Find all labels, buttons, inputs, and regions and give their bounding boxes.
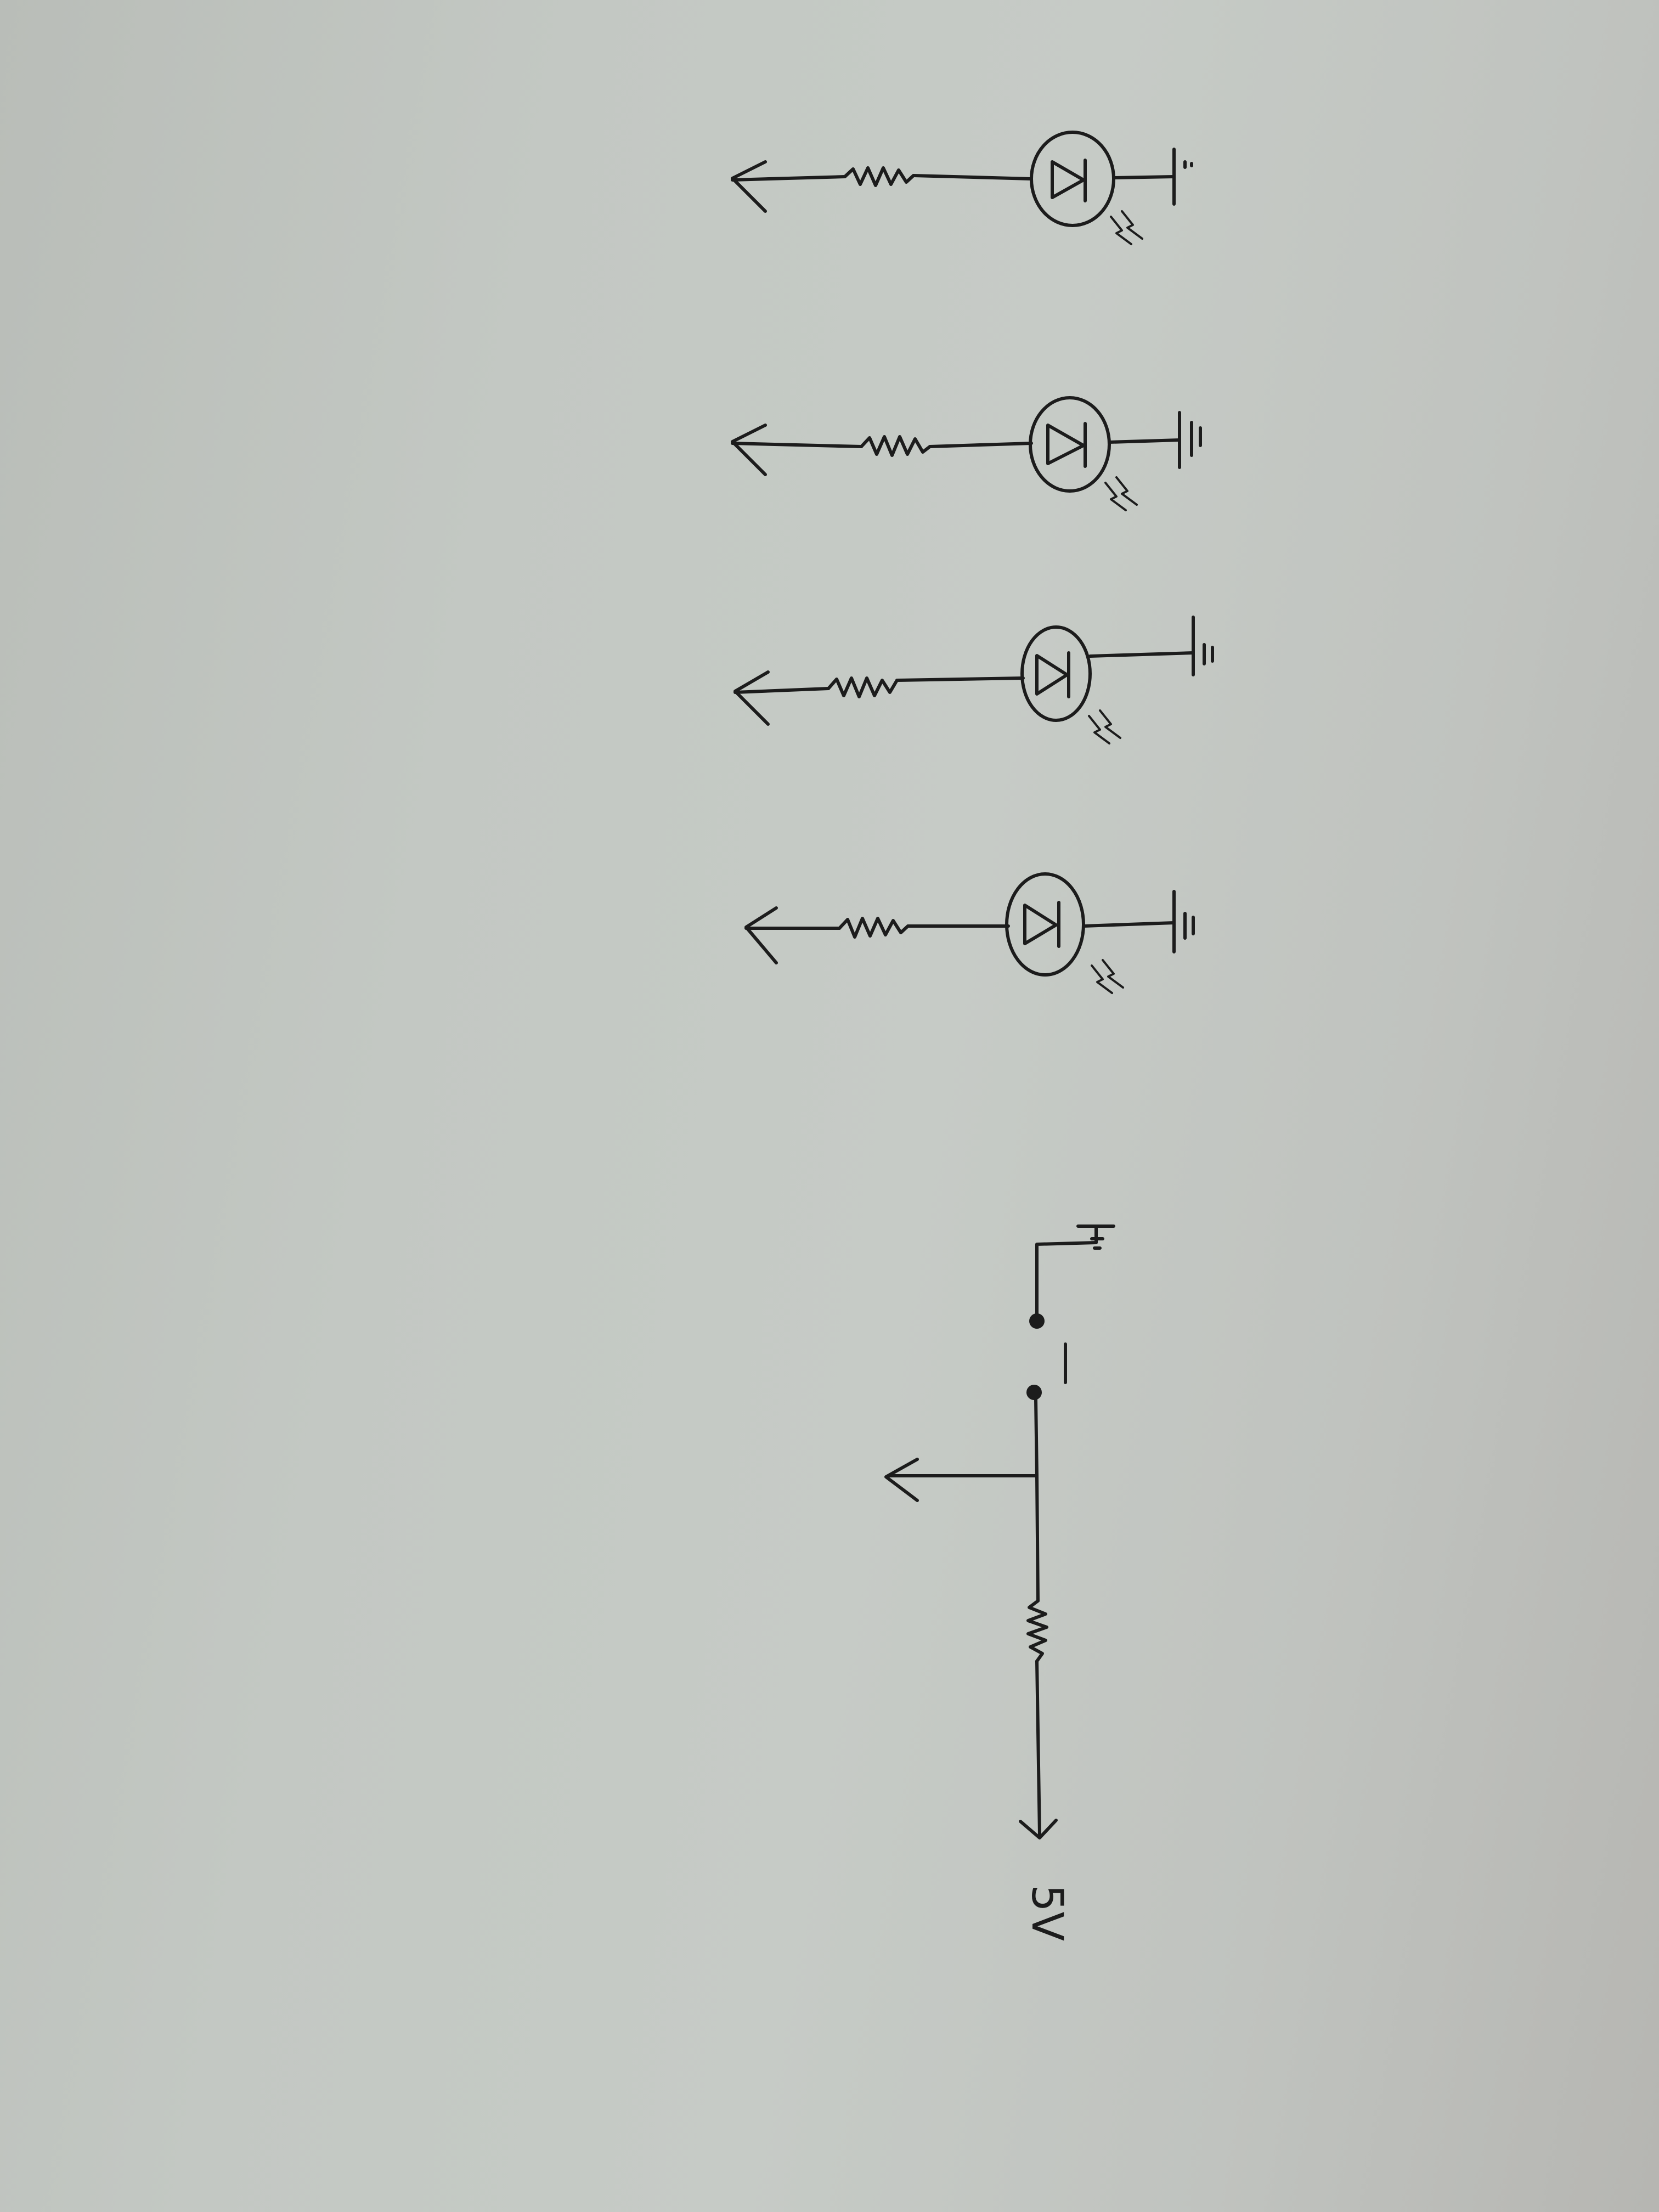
wire xyxy=(928,442,1033,448)
wire xyxy=(1035,1474,1040,1602)
supply-label: 5V xyxy=(1022,1884,1071,1941)
ground-symbol xyxy=(1172,148,1193,206)
resistor-zigzag xyxy=(827,676,899,698)
led-triangle xyxy=(1051,160,1085,199)
wire xyxy=(1035,1224,1098,1316)
wire xyxy=(1034,1397,1039,1477)
led-circle xyxy=(1029,396,1111,493)
led-branch-1 xyxy=(731,131,1193,245)
output-arrow xyxy=(884,1458,919,1502)
led-circle xyxy=(1030,131,1115,227)
resistor-zigzag xyxy=(843,166,915,187)
wire xyxy=(731,175,847,182)
button-circuit: 5V xyxy=(884,1224,1115,1941)
led-light-arrows xyxy=(1088,709,1121,744)
led-circle xyxy=(1020,625,1092,722)
led-triangle xyxy=(1023,904,1058,945)
led-triangle xyxy=(1046,424,1085,465)
wire xyxy=(1035,1660,1041,1837)
switch-contact-bottom xyxy=(1026,1385,1042,1400)
led-triangle xyxy=(1035,654,1069,696)
led-light-arrows xyxy=(1091,959,1124,994)
switch-contact-top xyxy=(1029,1313,1045,1329)
wire xyxy=(1112,175,1176,179)
output-arrow xyxy=(733,670,770,726)
led-light-arrows xyxy=(1110,210,1143,245)
wire xyxy=(733,687,830,694)
ground-symbol xyxy=(1178,411,1202,469)
resistor-zigzag xyxy=(860,435,932,457)
led-branch-3 xyxy=(733,616,1214,744)
wire xyxy=(895,676,1025,682)
led-circle xyxy=(1005,872,1085,977)
ground-symbol xyxy=(1172,890,1195,953)
led-branch-2 xyxy=(731,396,1202,511)
ground-symbol xyxy=(1192,616,1214,676)
led-light-arrows xyxy=(1104,476,1138,511)
supply-arrow xyxy=(1019,1819,1058,1839)
output-arrow xyxy=(731,160,767,213)
resistor-zigzag xyxy=(838,917,910,939)
output-arrow xyxy=(744,906,778,964)
wire xyxy=(1088,651,1195,658)
pull-up-resistor xyxy=(1026,1599,1048,1663)
wire xyxy=(1108,438,1181,444)
wire xyxy=(1082,921,1176,928)
led-branch-4 xyxy=(744,872,1195,994)
output-arrow xyxy=(731,424,767,476)
wire xyxy=(912,174,1033,180)
wire xyxy=(731,442,863,448)
